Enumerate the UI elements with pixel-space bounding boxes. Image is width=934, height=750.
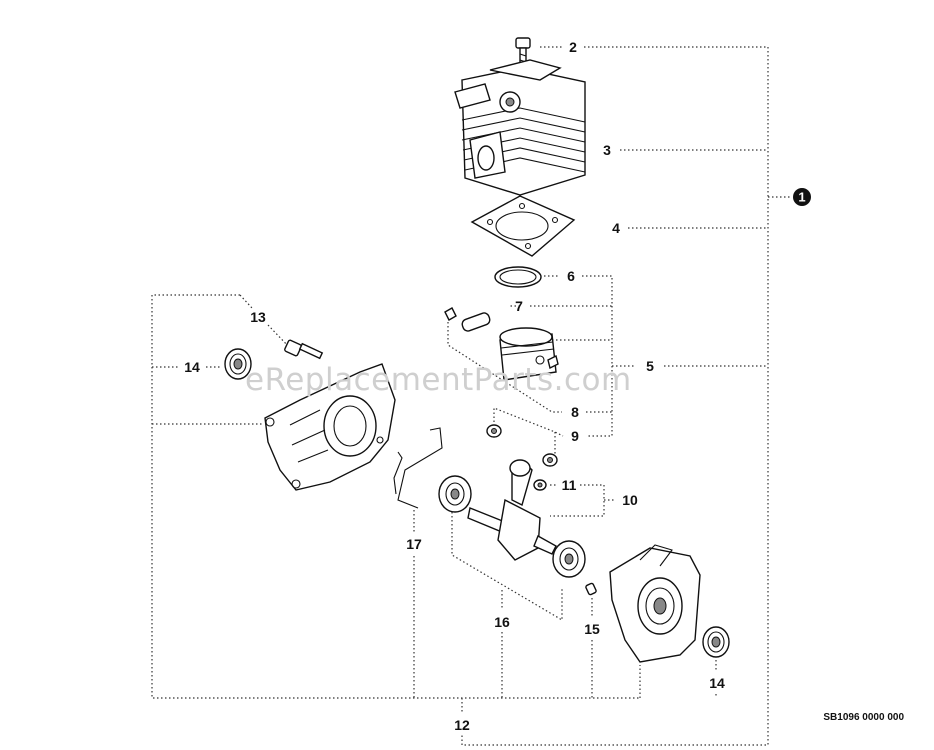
callout-5: 5: [646, 358, 654, 374]
callout-14-left: 14: [184, 359, 200, 375]
piston-pin-part-7: [444, 307, 491, 332]
crankcase-left: [264, 363, 396, 491]
callout-14-right: 14: [709, 675, 725, 691]
crankcase-right: [609, 544, 701, 663]
callout-8: 8: [571, 404, 579, 420]
reference-code: SB1096 0000 000: [823, 712, 904, 723]
cylinder-part-3: [454, 59, 586, 196]
callout-11: 11: [562, 477, 577, 493]
wire-clip-part-17: [393, 427, 443, 509]
bolt-part-2: [515, 37, 531, 69]
leader-lines: [151, 46, 790, 746]
callout-15: 15: [584, 621, 600, 637]
bearing-part-11: [533, 479, 547, 491]
pin-part-15: [585, 582, 597, 596]
crankshaft-part-16: [438, 459, 586, 578]
oil-seal-part-14-left: [224, 348, 252, 380]
callout-1: 1: [798, 190, 805, 205]
callout-3: 3: [603, 142, 611, 158]
callout-4: 4: [612, 220, 620, 236]
gasket-part-4: [470, 195, 576, 257]
part-callouts: 1 2 3 4 5 6 7 8 9 10 11 12 13 14 14 15 1…: [184, 39, 811, 733]
callout-13: 13: [250, 309, 266, 325]
callout-2: 2: [569, 39, 577, 55]
assembly-marker-icon: [793, 188, 811, 206]
callout-10: 10: [622, 492, 638, 508]
piston-ring-part-6: [494, 266, 542, 288]
callout-9: 9: [571, 428, 579, 444]
callout-16: 16: [494, 614, 510, 630]
bolt-part-13: [284, 339, 324, 360]
callout-17: 17: [406, 536, 422, 552]
watermark-text: eReplacementParts.com: [245, 362, 632, 398]
oil-seal-part-14-right: [702, 626, 730, 658]
callout-7: 7: [515, 298, 523, 314]
callout-6: 6: [567, 268, 575, 284]
callout-12: 12: [454, 717, 470, 733]
piston-part-5: [499, 327, 559, 381]
bearing-part-9: [486, 424, 558, 467]
